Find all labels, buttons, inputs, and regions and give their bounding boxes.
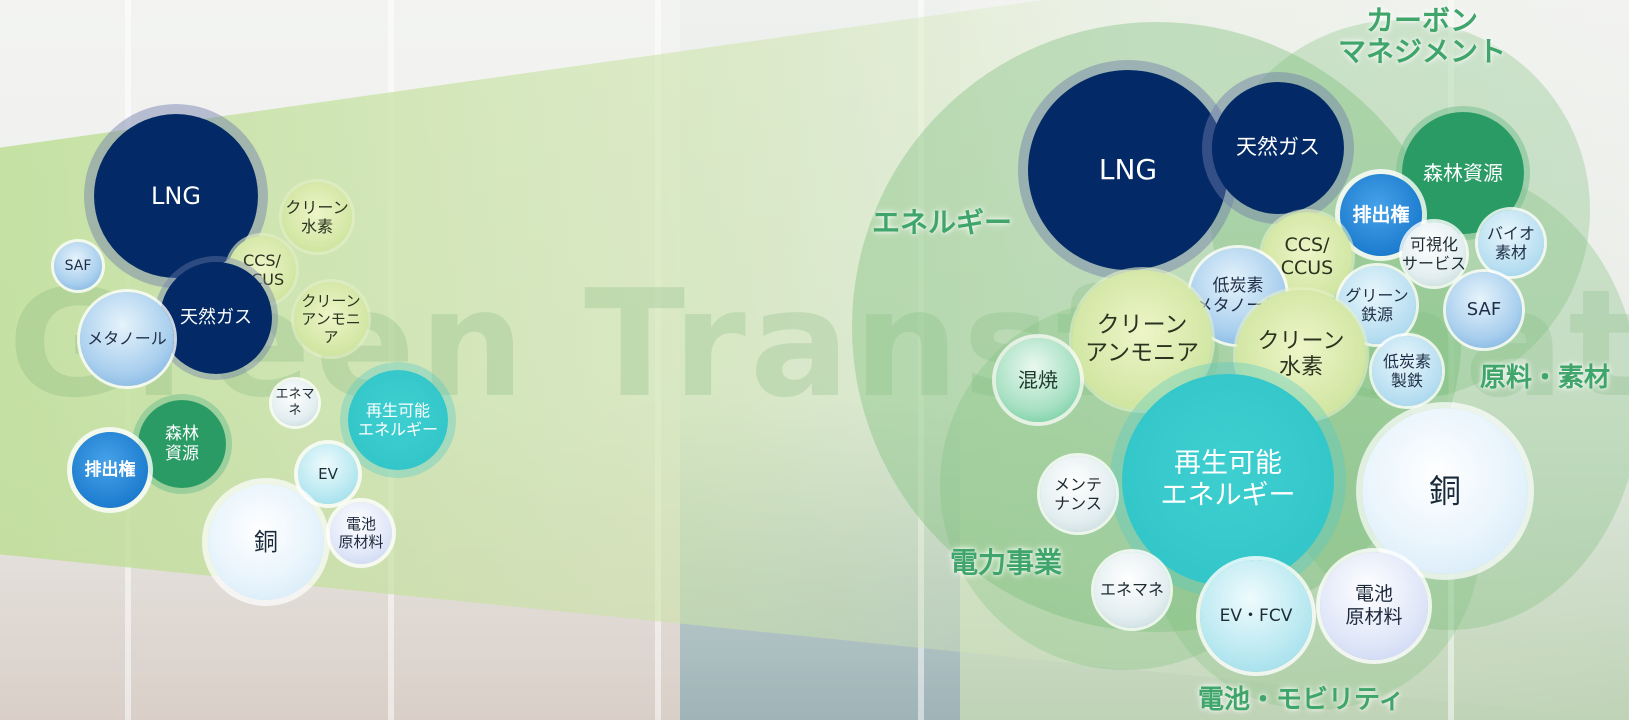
bubble-natural-gas-large: 天然ガス <box>1212 82 1344 214</box>
bubble-maintenance: メンテ ナンス <box>1040 456 1116 532</box>
bubble-co-firing: 混焼 <box>996 338 1080 422</box>
bubble-clean-ammonia-small: クリーン アンモニア <box>294 282 368 356</box>
bubble-energy-management-large: エネマネ <box>1094 552 1170 628</box>
bubble-methanol-small: メタノール <box>80 292 174 386</box>
bubble-lng-large: LNG <box>1028 70 1228 270</box>
bubble-emission-rights-large: 排出権 <box>1340 174 1422 256</box>
group-label-materials: 原料・素材 <box>1480 363 1611 393</box>
bubble-copper-large: 銅 <box>1362 408 1528 574</box>
bubble-visualization-service: 可視化 サービス <box>1402 222 1466 286</box>
bubble-ev-fcv: EV・FCV <box>1200 560 1312 672</box>
bubble-natural-gas-small: 天然ガス <box>160 262 272 374</box>
bubble-renewable-energy-small: 再生可能 エネルギー <box>348 370 448 470</box>
bubble-energy-management-small: エネマネ <box>272 380 318 426</box>
bubble-forest-resources-small: 森林 資源 <box>138 400 226 488</box>
bubble-saf-small: SAF <box>54 242 102 290</box>
bubble-battery-materials-small: 電池 原材料 <box>330 502 392 564</box>
bubble-bio-materials: バイオ 素材 <box>1478 210 1544 276</box>
group-label-power: 電力事業 <box>950 546 1063 579</box>
bubble-saf-large: SAF <box>1446 272 1522 348</box>
bubble-lng-small: LNG <box>94 114 258 278</box>
bubble-emission-rights-small: 排出権 <box>72 432 148 508</box>
bubble-clean-hydrogen-small: クリーン 水素 <box>282 182 352 252</box>
bubble-battery-materials-large: 電池 原材料 <box>1320 552 1428 660</box>
group-label-carbon-management: カーボン マネジメント <box>1338 4 1507 68</box>
bubble-low-carbon-steelmaking: 低炭素 製鉄 <box>1372 336 1442 406</box>
bubble-copper-small: 銅 <box>208 484 324 600</box>
group-label-battery-mobility: 電池・モビリティ <box>1198 685 1405 715</box>
bubble-ev-small: EV <box>298 444 358 504</box>
bubble-renewable-energy-large: 再生可能 エネルギー <box>1122 374 1334 586</box>
bubble-green-iron-source: グリーン 鉄源 <box>1338 266 1416 344</box>
group-label-energy: エネルギー <box>872 206 1013 239</box>
